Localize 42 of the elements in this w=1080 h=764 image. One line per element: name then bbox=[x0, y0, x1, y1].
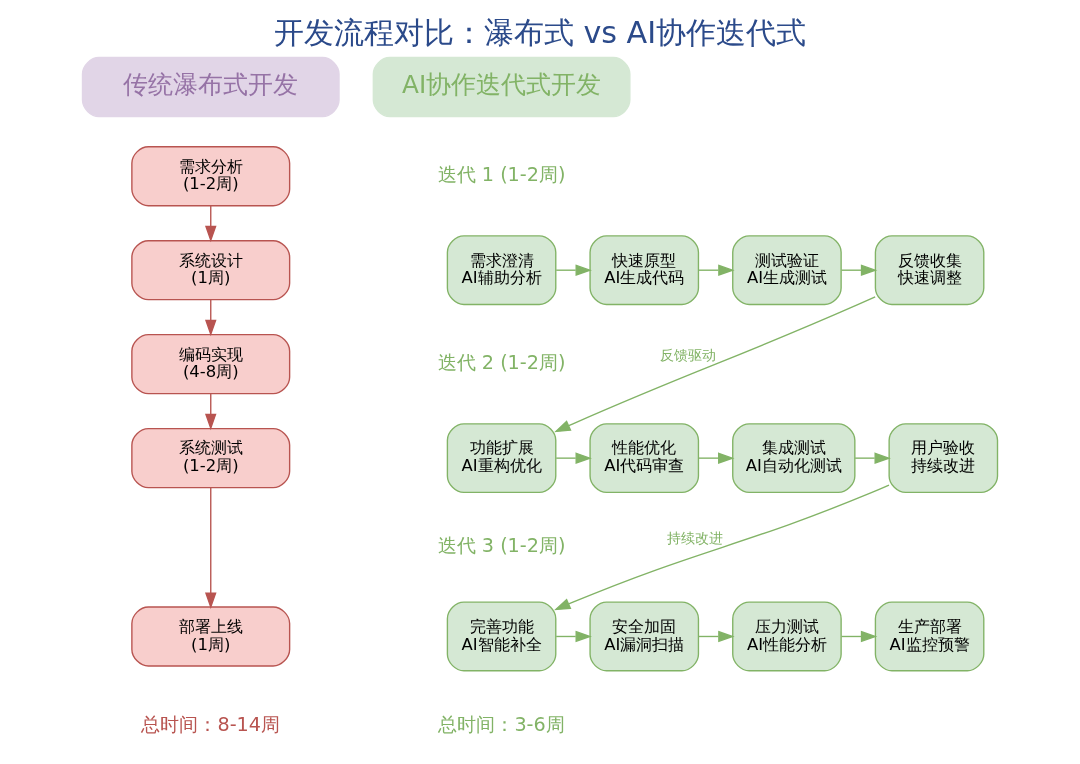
node-box: 系统设计 (1周) bbox=[131, 240, 291, 301]
node-box: 生产部署 AI监控预警 bbox=[874, 601, 985, 672]
edge-label: 反馈驱动 bbox=[660, 347, 717, 364]
node-box: AI协作迭代式开发 bbox=[372, 56, 631, 118]
node-box: 部署上线 (1周) bbox=[131, 606, 291, 667]
label: 迭代 3 (1-2周) bbox=[437, 534, 566, 558]
arrow bbox=[555, 264, 592, 276]
arrow bbox=[698, 264, 735, 276]
node-box: 完善功能 AI智能补全 bbox=[446, 601, 557, 672]
arrow bbox=[205, 299, 217, 337]
node-box: 功能扩展 AI重构优化 bbox=[446, 423, 557, 494]
arrow bbox=[205, 205, 217, 243]
arrow bbox=[555, 630, 592, 643]
arrow bbox=[554, 296, 876, 433]
arrow bbox=[698, 630, 735, 643]
node-box: 集成测试 AI自动化测试 bbox=[732, 423, 856, 494]
label: 总时间：3-6周 bbox=[438, 712, 565, 736]
node-box: 快速原型 AI生成代码 bbox=[589, 235, 700, 306]
arrow bbox=[555, 452, 592, 464]
arrow bbox=[697, 452, 735, 464]
arrow bbox=[840, 264, 878, 276]
label: 总时间：8-14周 bbox=[141, 712, 281, 736]
edge-label: 持续改进 bbox=[667, 530, 724, 547]
node-box: 用户验收 持续改进 bbox=[888, 423, 999, 494]
node-box: 性能优化 AI代码审查 bbox=[589, 423, 700, 494]
node-box: 反馈收集 快速调整 bbox=[874, 235, 985, 306]
node-box: 需求分析 (1-2周) bbox=[131, 146, 291, 207]
node-box: 系统测试 (1-2周) bbox=[131, 427, 291, 489]
arrow bbox=[554, 484, 890, 611]
arrow bbox=[840, 630, 878, 643]
node-box: 压力测试 AI性能分析 bbox=[732, 601, 842, 672]
node-box: 传统瀑布式开发 bbox=[81, 56, 340, 118]
diagram-title: 开发流程对比：瀑布式 vs AI协作迭代式 bbox=[273, 15, 807, 51]
arrow bbox=[205, 393, 217, 431]
arrow bbox=[854, 452, 891, 464]
node-box: 编码实现 (4-8周) bbox=[131, 334, 291, 395]
node-box: 安全加固 AI漏洞扫描 bbox=[589, 601, 700, 672]
label: 迭代 1 (1-2周) bbox=[437, 163, 566, 187]
node-box: 测试验证 AI生成测试 bbox=[732, 235, 842, 306]
label: 迭代 2 (1-2周) bbox=[437, 351, 566, 375]
arrow bbox=[205, 487, 217, 610]
node-box: 需求澄清 AI辅助分析 bbox=[446, 235, 557, 306]
